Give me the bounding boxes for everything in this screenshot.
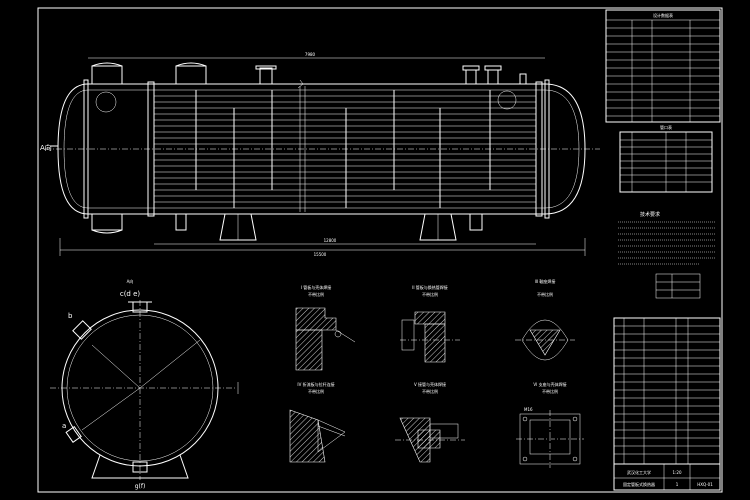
- svg-text:不带比例: 不带比例: [422, 388, 438, 394]
- detail-6: VI 支座与壳体焊接 不带比例 M16: [516, 381, 584, 468]
- nozzle-top-left-1: [91, 65, 123, 85]
- svg-text:III 鞍座焊接: III 鞍座焊接: [535, 278, 556, 284]
- section-view-title: A向: [127, 278, 134, 284]
- view-arrow-label: A向: [40, 143, 52, 152]
- svg-text:不带比例: 不带比例: [542, 388, 558, 394]
- nozzle-label-a: a: [62, 422, 66, 430]
- svg-text:V 接管与壳体焊接: V 接管与壳体焊接: [414, 381, 446, 387]
- saddle-support-right: [419, 213, 457, 241]
- svg-text:不带比例: 不带比例: [308, 388, 324, 394]
- svg-text:II 管板与换热管焊接: II 管板与换热管焊接: [412, 284, 448, 290]
- title-code: HXQ-01: [697, 482, 713, 487]
- dim-top: 7980: [305, 52, 316, 57]
- cross-section-view: c(d e) A向 b a g(f): [50, 278, 239, 490]
- svg-text:I 管板与壳体焊接: I 管板与壳体焊接: [301, 284, 331, 290]
- nozzle-table: 管口表: [619, 124, 713, 193]
- detail-1: I 管板与壳体焊接 不带比例: [295, 284, 356, 371]
- spec-table-title: 设计数据表: [653, 12, 673, 18]
- svg-text:M16: M16: [524, 407, 533, 412]
- saddle-support-left: [219, 213, 257, 241]
- title-drawing-name: 固定管板式换热器: [623, 481, 655, 487]
- main-elevation-view: 15500 12800 7980 A向: [40, 52, 600, 257]
- nozzle-table-title: 管口表: [660, 124, 672, 130]
- nozzle-label-top: c(d e): [120, 290, 141, 298]
- design-data-table: 设计数据表: [605, 9, 721, 123]
- drawing-frame: [37, 7, 723, 493]
- svg-text:不带比例: 不带比例: [308, 291, 324, 297]
- detail-views: I 管板与壳体焊接 不带比例 II 管板与换热管焊接 不带比例 III 鞍座焊接…: [289, 278, 584, 468]
- dim-tube-length: 12800: [324, 238, 337, 243]
- title-block: 武汉化工大学 固定管板式换热器 1:20 1 HXQ-01: [613, 463, 721, 491]
- detail-5: V 接管与壳体焊接 不带比例: [395, 381, 465, 463]
- nozzle-label-bottom: g(f): [135, 483, 146, 490]
- parts-list-table: [613, 317, 721, 465]
- svg-text:IV 折流板与拉杆连接: IV 折流板与拉杆连接: [297, 381, 334, 387]
- svg-text:不带比例: 不带比例: [537, 291, 553, 297]
- technical-requirements: 技术要求: [618, 211, 715, 299]
- tube-bundle: [154, 95, 536, 203]
- svg-text:不带比例: 不带比例: [422, 291, 438, 297]
- detail-4: IV 折流板与拉杆连接 不带比例: [289, 381, 346, 463]
- title-scale: 1:20: [673, 470, 682, 475]
- baffles: [195, 86, 491, 212]
- svg-text:VI 支座与壳体焊接: VI 支座与壳体焊接: [533, 381, 566, 387]
- title-sheet: 1: [676, 482, 679, 487]
- tech-req-title: 技术要求: [640, 211, 660, 218]
- title-school: 武汉化工大学: [627, 469, 651, 475]
- nozzle-label-b: b: [68, 312, 73, 320]
- detail-2: II 管板与换热管焊接 不带比例: [400, 284, 460, 363]
- dim-overall: 15500: [314, 252, 327, 257]
- detail-3: III 鞍座焊接 不带比例: [515, 278, 575, 361]
